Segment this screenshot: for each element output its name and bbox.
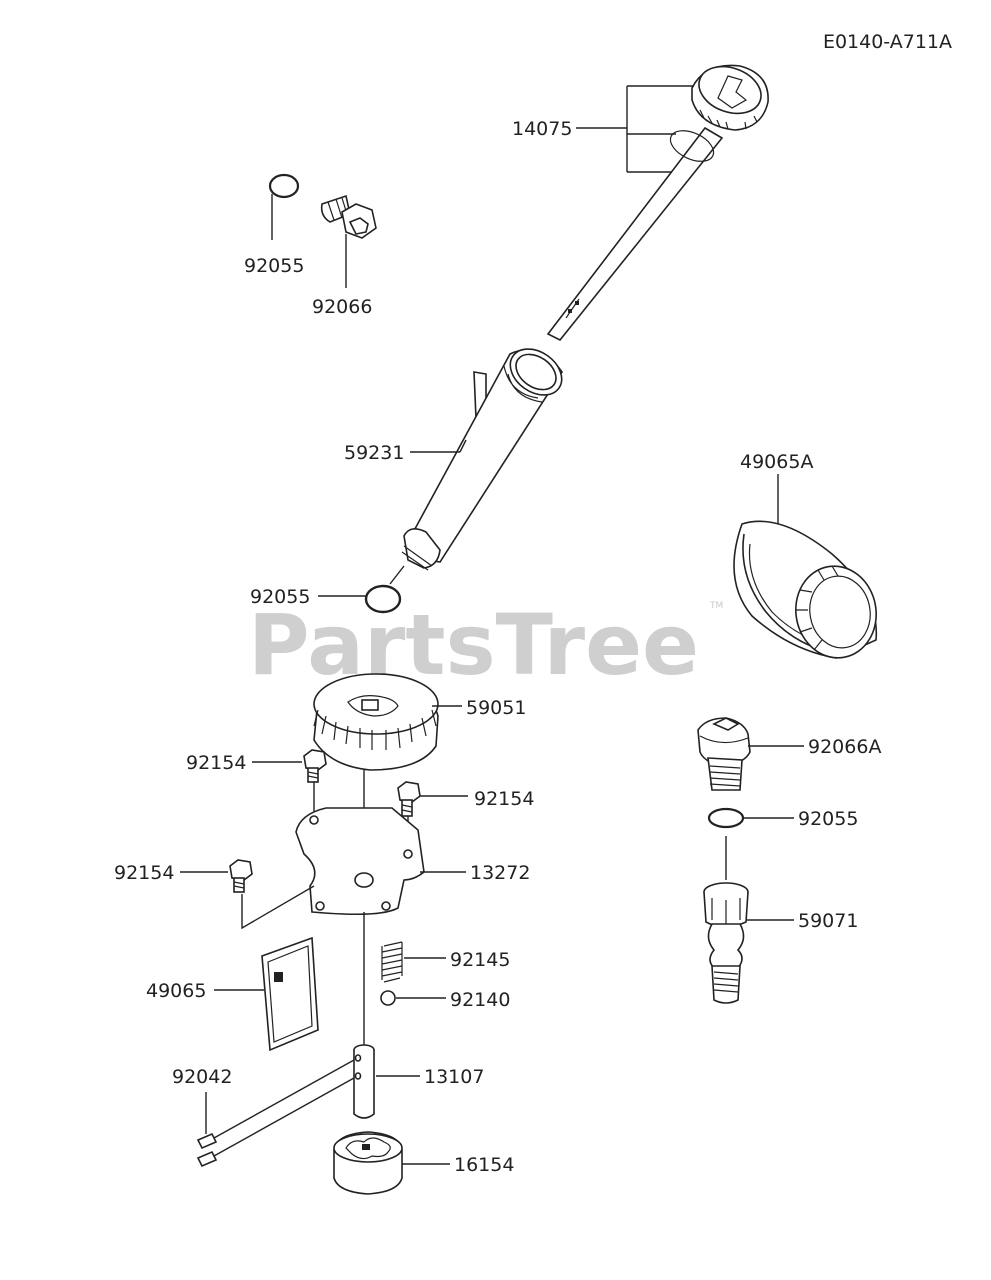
label-92066[interactable]: 92066 — [312, 296, 372, 318]
label-49065[interactable]: 49065 — [146, 980, 206, 1002]
part-92066-drain-plug[interactable] — [320, 194, 377, 239]
part-92154-bolt-a[interactable] — [303, 749, 327, 783]
part-49065-oil-screen[interactable] — [261, 936, 319, 1052]
part-92055-oring-right[interactable] — [707, 807, 745, 829]
label-13272[interactable]: 13272 — [470, 862, 530, 884]
watermark: PartsTree TM — [248, 596, 723, 694]
label-14075[interactable]: 14075 — [512, 118, 572, 140]
diagram-code: E0140-A711A — [823, 31, 952, 53]
label-59051[interactable]: 59051 — [466, 697, 526, 719]
part-92066A-drain-valve[interactable] — [697, 717, 751, 791]
part-13107-pump-shaft[interactable] — [353, 1044, 375, 1119]
part-92140-ball[interactable] — [380, 990, 396, 1006]
label-59071[interactable]: 59071 — [798, 910, 858, 932]
part-16154-pump-rotor[interactable] — [333, 1131, 403, 1195]
label-49065A[interactable]: 49065A — [740, 451, 813, 473]
part-59071-fitting[interactable] — [703, 882, 749, 1004]
part-92154-bolt-b[interactable] — [397, 781, 421, 817]
part-92042-pins[interactable] — [196, 1132, 218, 1168]
label-13107[interactable]: 13107 — [424, 1066, 484, 1088]
label-59231[interactable]: 59231 — [344, 442, 404, 464]
label-92154-a[interactable]: 92154 — [186, 752, 246, 774]
label-92055-mid[interactable]: 92055 — [250, 586, 310, 608]
label-92066A[interactable]: 92066A — [808, 736, 881, 758]
svg-text:TM: TM — [709, 601, 723, 611]
label-92055-right[interactable]: 92055 — [798, 808, 858, 830]
label-92154-c[interactable]: 92154 — [114, 862, 174, 884]
label-92042[interactable]: 92042 — [172, 1066, 232, 1088]
part-59231-oil-filler-tube[interactable] — [401, 340, 570, 571]
label-92055-top[interactable]: 92055 — [244, 255, 304, 277]
part-92154-bolt-c[interactable] — [229, 859, 253, 893]
svg-text:PartsTree: PartsTree — [248, 596, 699, 694]
part-92055-oring-top[interactable] — [268, 173, 300, 199]
label-92140[interactable]: 92140 — [450, 989, 510, 1011]
part-92055-oring-mid[interactable] — [364, 584, 402, 614]
label-92145[interactable]: 92145 — [450, 949, 510, 971]
part-14075-dipstick[interactable] — [546, 58, 769, 342]
label-16154[interactable]: 16154 — [454, 1154, 514, 1176]
label-92154-b[interactable]: 92154 — [474, 788, 534, 810]
part-13272-pump-cover[interactable] — [295, 807, 425, 916]
part-59051-gear[interactable] — [313, 673, 439, 771]
part-49065A-oil-filter[interactable] — [733, 520, 883, 664]
part-92145-spring[interactable] — [381, 941, 403, 983]
